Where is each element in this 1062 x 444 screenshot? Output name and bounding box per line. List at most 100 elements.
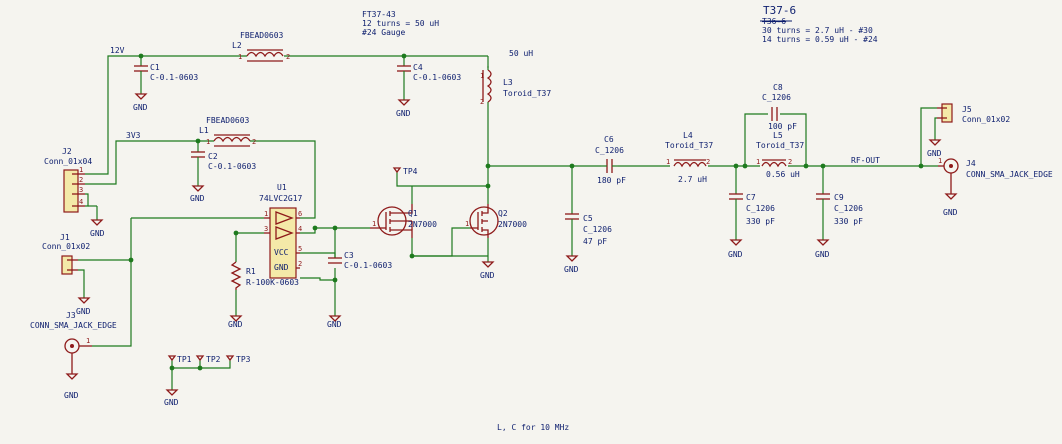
svg-text:2: 2 [480, 98, 484, 106]
c5-ref: C5 [583, 214, 593, 223]
ground-symbols: GND GND GND GND GND GND GND GND GND GND … [64, 93, 958, 407]
ic-u1[interactable]: 13 64 52 VCC GND U1 74LVC2G17 [259, 183, 303, 279]
svg-text:2: 2 [286, 53, 290, 61]
net-label-rf-out: RF-OUT [851, 156, 880, 165]
note-50uh: 50 uH [509, 49, 533, 58]
gnd-j5: GND [927, 139, 942, 158]
svg-text:1: 1 [79, 166, 83, 174]
svg-text:2: 2 [788, 158, 792, 166]
c8-value: C_1206 [762, 93, 791, 102]
gnd-c7: GND [728, 239, 743, 259]
annotation-notes: FT37-43 12 turns = 50 uH #24 Gauge 50 uH… [362, 4, 878, 432]
connector-j2[interactable]: 1 2 3 4 J2 Conn_01x04 [44, 147, 92, 213]
connector-j3[interactable]: 1 J3 CONN_SMA_JACK_EDGE [30, 311, 117, 374]
svg-text:1: 1 [206, 138, 210, 146]
j2-ref: J2 [62, 147, 72, 156]
testpoint-tp4[interactable]: TP4 [392, 167, 418, 176]
capacitor-c3[interactable]: C3 C-0.1-0603 [328, 251, 392, 270]
svg-text:GND: GND [943, 208, 958, 217]
j2-value: Conn_01x04 [44, 157, 92, 166]
svg-text:2: 2 [79, 176, 83, 184]
gnd-c9: GND [815, 239, 830, 259]
j3-ref: J3 [66, 311, 76, 320]
gnd-c4: GND [396, 99, 411, 118]
l3-ref: L3 [503, 78, 513, 87]
c9-capacitance: 330 pF [834, 217, 863, 226]
capacitor-c8[interactable]: C8 C_1206 100 pF [762, 83, 797, 131]
resistor-r1[interactable]: R1 R-100K-0603 [230, 261, 299, 290]
svg-text:6: 6 [298, 210, 302, 218]
c5-capacitance: 47 pF [583, 237, 607, 246]
capacitor-c7[interactable]: C7 C_1206 330 pF [729, 193, 775, 226]
testpoint-tp2[interactable]: TP2 [195, 355, 221, 364]
svg-text:GND: GND [164, 398, 179, 407]
capacitor-c9[interactable]: C9 C_1206 330 pF [816, 193, 863, 226]
r1-value: R-100K-0603 [246, 278, 299, 287]
svg-text:1: 1 [756, 158, 760, 166]
mosfet-q2[interactable]: 1 Q2 2N7000 [465, 204, 527, 238]
capacitor-c5[interactable]: C5 C_1206 47 pF [565, 213, 612, 246]
connector-j5[interactable]: J5 Conn_01x02 [937, 103, 1010, 124]
c7-capacitance: 330 pF [746, 217, 775, 226]
gnd-j1: GND [76, 297, 91, 316]
tp1-ref: TP1 [177, 355, 192, 364]
q2-ref: Q2 [498, 209, 508, 218]
capacitor-c2[interactable]: C2 C-0.1-0603 [191, 151, 256, 186]
gnd-r1: GND [228, 315, 243, 329]
c1-value: C-0.1-0603 [150, 73, 198, 82]
l5-ref: L5 [773, 131, 783, 140]
svg-text:4: 4 [79, 198, 83, 206]
gnd-c1: GND [133, 93, 148, 112]
j4-ref: J4 [966, 159, 976, 168]
svg-text:2: 2 [252, 138, 256, 146]
capacitor-c1[interactable]: C1 C-0.1-0603 [134, 63, 198, 94]
svg-text:3: 3 [79, 186, 83, 194]
note-t37-line1: 30 turns = 2.7 uH - #30 [762, 26, 873, 35]
mosfet-q1[interactable]: 1 Q1 2N7000 [370, 204, 437, 238]
note-ft37-line2: #24 Gauge [362, 28, 406, 37]
connector-j1[interactable]: J1 Conn_01x02 [42, 233, 90, 275]
gnd-j2: GND [90, 219, 105, 238]
j5-value: Conn_01x02 [962, 115, 1010, 124]
inductor-l3[interactable]: 12 L3 Toroid_T37 [480, 66, 551, 106]
testpoint-tp1[interactable]: TP1 [167, 355, 192, 364]
l4-value: Toroid_T37 [665, 141, 713, 150]
svg-text:2: 2 [706, 158, 710, 166]
note-ft37-title: FT37-43 [362, 10, 396, 19]
svg-text:GND: GND [64, 391, 79, 400]
j4-value: CONN_SMA_JACK_EDGE [966, 170, 1053, 179]
gnd-c5: GND [564, 255, 579, 274]
c8-capacitance: 100 pF [768, 122, 797, 131]
connector-j4[interactable]: 1 J4 CONN_SMA_JACK_EDGE [938, 157, 1053, 194]
c9-ref: C9 [834, 193, 844, 202]
u1-value: 74LVC2G17 [259, 194, 303, 203]
j1-value: Conn_01x02 [42, 242, 90, 251]
c6-ref: C6 [604, 135, 614, 144]
u1-gnd-pin: GND [274, 263, 289, 272]
svg-text:GND: GND [76, 307, 91, 316]
c1-ref: C1 [150, 63, 160, 72]
c4-ref: C4 [413, 63, 423, 72]
j1-ref: J1 [60, 233, 70, 242]
svg-text:1: 1 [938, 157, 942, 165]
svg-text:GND: GND [728, 250, 743, 259]
capacitor-c6[interactable]: C6 C_1206 180 pF [595, 135, 626, 185]
svg-text:GND: GND [190, 194, 205, 203]
wires [78, 55, 938, 390]
q1-value: 2N7000 [408, 220, 437, 229]
note-ft37-line1: 12 turns = 50 uH [362, 19, 439, 28]
u1-ref: U1 [277, 183, 287, 192]
note-t37-title: T37-6 [763, 4, 796, 17]
testpoint-tp3[interactable]: TP3 [225, 355, 251, 364]
c7-ref: C7 [746, 193, 756, 202]
u1-vcc-pin: VCC [274, 248, 289, 257]
c7-value: C_1206 [746, 204, 775, 213]
c4-value: C-0.1-0603 [413, 73, 461, 82]
capacitor-c4[interactable]: C4 C-0.1-0603 [397, 63, 461, 100]
note-t37-line2: 14 turns = 0.59 uH - #24 [762, 35, 878, 44]
svg-text:2: 2 [298, 260, 302, 268]
